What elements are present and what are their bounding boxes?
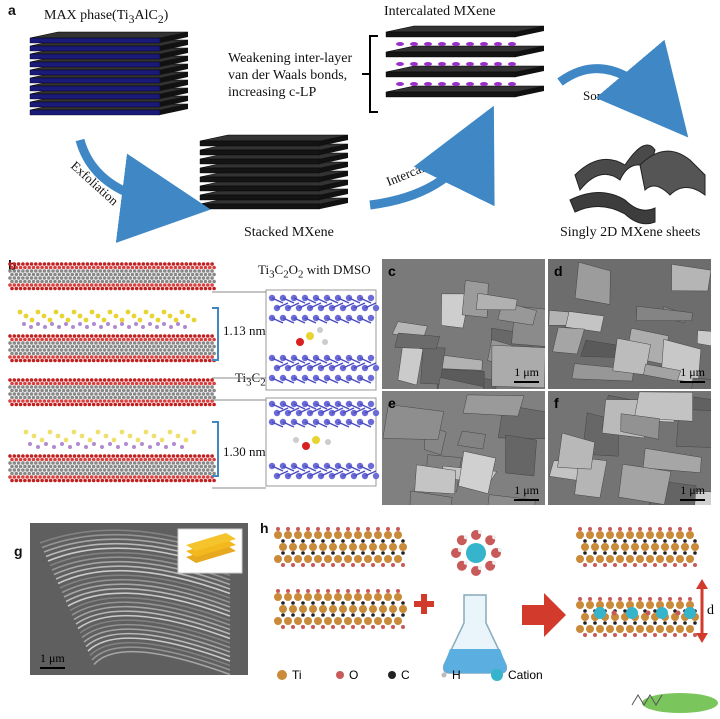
- scale-bar-e: 1 μm: [514, 483, 539, 501]
- sem-panel-e: e 1 μm: [382, 391, 545, 505]
- scale-bar-d: 1 μm: [680, 365, 705, 383]
- flask-icon: [442, 594, 508, 674]
- intercalated-mxene-stack: [385, 25, 545, 98]
- spacing-bracket-1: [212, 307, 219, 361]
- legend-ti: Ti: [292, 668, 302, 682]
- scale-text-f: 1 μm: [680, 483, 705, 497]
- panel-b-title-1: Ti3C2O2 with DMSO: [258, 262, 371, 281]
- max-phase-stack: [29, 31, 189, 116]
- intercalation-arrow: [369, 105, 495, 210]
- single-sheets: [569, 144, 706, 225]
- panel-h-graphic: d Ti O C H Cation: [274, 527, 718, 713]
- sem-label-e: e: [388, 395, 396, 411]
- sem-label-f: f: [554, 395, 559, 411]
- panel-a-label: a: [8, 2, 16, 18]
- sem-texture-d: [548, 259, 711, 389]
- zoom-lattice-1: [268, 294, 380, 384]
- exfoliation-arrow: [75, 138, 211, 243]
- stacked-mxene-label: Stacked MXene: [244, 225, 334, 240]
- ti3c2o2-structure: [8, 262, 216, 363]
- weakening-line-1: Weakening inter-layer: [228, 51, 353, 66]
- d-spacing-arrow: [696, 579, 708, 643]
- panel-a-graphic: [29, 25, 706, 243]
- scale-text-d: 1 μm: [680, 365, 705, 379]
- mxene-lattice-right: [576, 527, 699, 637]
- singly-mxene-label: Singly 2D MXene sheets: [560, 225, 701, 240]
- inset-stack-graphic: [186, 533, 236, 563]
- panel-b-label: b: [8, 257, 17, 273]
- bracket: [362, 35, 378, 113]
- legend-c: C: [401, 668, 410, 682]
- legend-h: H: [452, 668, 461, 682]
- panel-h-label: h: [260, 520, 269, 536]
- sem-texture-c: [382, 259, 545, 389]
- sem-panel-g: g 1 μm: [30, 523, 248, 675]
- weakening-line-3: increasing c-LP: [228, 85, 317, 100]
- weakening-text: Weakening inter-layer van der Waals bond…: [228, 50, 352, 101]
- sem-panel-c: c 1 μm: [382, 259, 545, 389]
- sem-panel-d: d 1 μm: [548, 259, 711, 389]
- intercalated-mxene-title: Intercalated MXene: [384, 4, 496, 19]
- scale-text-e: 1 μm: [514, 483, 539, 497]
- panel-b-spacing-1: 1.13 nm: [223, 323, 266, 338]
- panel-b-graphic: [8, 262, 380, 489]
- stacked-mxene-stack: [199, 134, 349, 210]
- partial-molecule-graphic: [631, 693, 718, 713]
- weakening-line-2: van der Waals bonds,: [228, 68, 348, 83]
- sem-label-d: d: [554, 263, 563, 279]
- reaction-arrow: [522, 593, 566, 637]
- d-label: d: [707, 603, 714, 618]
- max-phase-label: MAX phase(Ti3AlC2): [44, 8, 169, 26]
- scale-bar-c: 1 μm: [514, 365, 539, 383]
- scale-bar-f: 1 μm: [680, 483, 705, 501]
- scale-bar-g: 1 μm: [40, 651, 65, 669]
- panel-b-spacing-2: 1.30 nm: [223, 444, 266, 459]
- ti3c2oh2-structure: [8, 378, 216, 483]
- sem-panel-f: f 1 μm: [548, 391, 711, 505]
- sem-label-c: c: [388, 263, 396, 279]
- solvated-cation-cluster: [451, 530, 502, 576]
- sem-texture-f: [548, 391, 711, 505]
- mxene-lattice-left: [274, 527, 407, 629]
- spacing-bracket-2: [212, 421, 219, 477]
- scale-text-g: 1 μm: [40, 651, 65, 665]
- sonication-arrow: [557, 39, 689, 138]
- panel-g-label: g: [14, 543, 23, 559]
- legend: Ti O C H Cation: [277, 668, 543, 682]
- legend-o: O: [349, 668, 358, 682]
- zoom-lattice-2: [268, 400, 380, 480]
- plus-sign: [414, 594, 434, 614]
- legend-cation: Cation: [508, 668, 543, 682]
- sem-texture-e: [382, 391, 545, 505]
- scale-text-c: 1 μm: [514, 365, 539, 379]
- sem-texture-g: [30, 523, 248, 675]
